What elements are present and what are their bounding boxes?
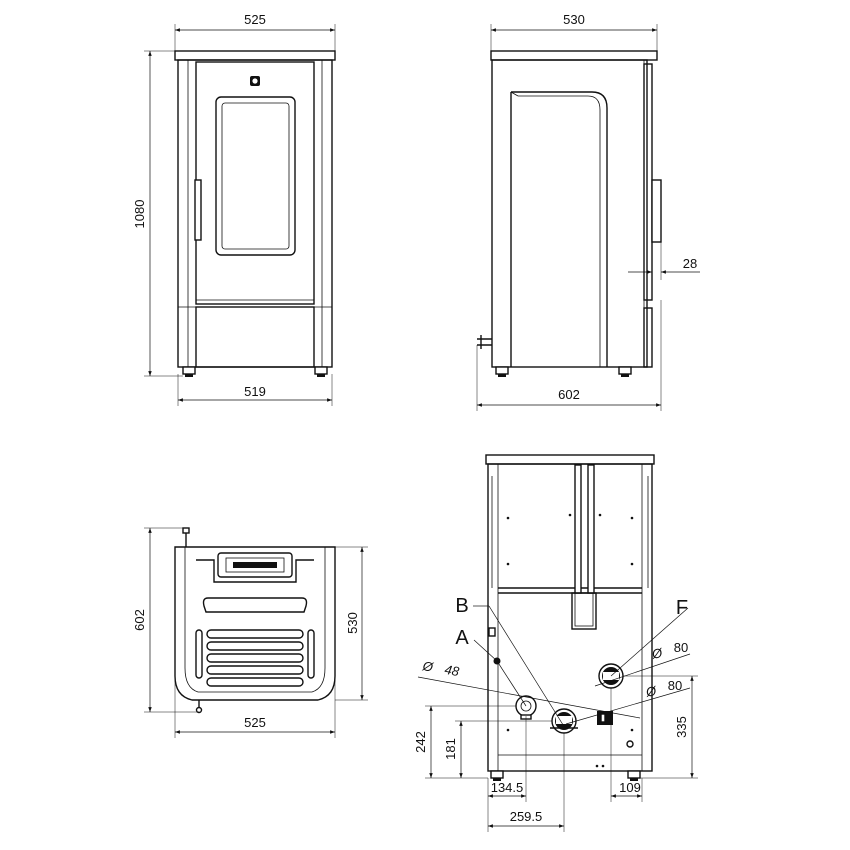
rear-inner-panel xyxy=(498,587,642,594)
brand-logo-icon xyxy=(250,76,260,86)
side-rear-connector xyxy=(477,335,492,349)
front-width-bottom-label: 519 xyxy=(244,384,266,399)
rear-air-intake xyxy=(515,695,537,720)
top-view: 602 530 525 xyxy=(132,527,368,738)
rear-diameter-symbol-80-lower: Ø xyxy=(644,683,658,700)
rear-offset-109-label: 109 xyxy=(619,780,641,795)
side-foot-right xyxy=(618,366,632,375)
front-door xyxy=(195,61,315,305)
rear-height-242-label: 242 xyxy=(413,731,428,753)
rear-foot-right xyxy=(627,770,641,779)
rear-diameter-symbol-80-upper: Ø xyxy=(650,645,664,662)
side-view: 530 28 602 xyxy=(476,12,700,411)
side-door-handle xyxy=(651,179,662,243)
top-outline xyxy=(174,546,336,701)
front-view: 525 1080 519 xyxy=(132,12,336,406)
front-door-handle xyxy=(194,179,202,241)
front-width-top-label: 525 xyxy=(244,12,266,27)
front-top-plate xyxy=(174,50,336,61)
rear-diameter-80-upper: 80 xyxy=(674,640,688,655)
side-flue-outline xyxy=(510,91,608,367)
rear-diameter-80-lower: 80 xyxy=(668,678,682,693)
top-vent-grille xyxy=(195,629,315,687)
rear-foot-left xyxy=(490,770,504,779)
top-depth-inner-label: 530 xyxy=(345,612,360,634)
side-door-panel xyxy=(643,63,653,301)
rear-diameter-48: 48 xyxy=(443,662,461,679)
side-foot-left xyxy=(495,366,509,375)
front-foot-right xyxy=(314,366,328,375)
side-top-plate xyxy=(490,50,658,61)
top-depth-label: 602 xyxy=(132,609,147,631)
rear-label-f: F xyxy=(676,597,688,619)
front-lower-panel xyxy=(195,306,315,368)
rear-height-181-label: 181 xyxy=(443,738,458,760)
rear-body xyxy=(487,463,653,772)
rear-offset-134-5-label: 134.5 xyxy=(491,780,524,795)
side-depth-bottom-label: 602 xyxy=(558,387,580,402)
rear-label-a: A xyxy=(455,627,469,649)
top-width-label: 525 xyxy=(244,715,266,730)
rear-offset-259-5-label: 259.5 xyxy=(510,809,543,824)
front-foot-left xyxy=(182,366,196,375)
rear-height-335-label: 335 xyxy=(674,716,689,738)
rear-view: B A F Ø 48 Ø 80 Ø 80 242 181 335 134.5 2… xyxy=(413,454,698,832)
rear-top-plate xyxy=(485,454,655,465)
front-height-label: 1080 xyxy=(132,200,147,229)
rear-diameter-symbol-48: Ø xyxy=(421,658,435,675)
rear-flue-lower xyxy=(550,708,578,734)
rear-label-b: B xyxy=(455,595,468,617)
rear-fitting-b xyxy=(488,627,496,637)
side-depth-top-label: 530 xyxy=(563,12,585,27)
top-hopper-lid xyxy=(202,597,308,613)
side-body xyxy=(491,59,648,368)
rear-channel xyxy=(571,592,597,630)
front-glass-window xyxy=(215,96,296,256)
top-control-panel xyxy=(217,552,293,578)
side-handle-offset-label: 28 xyxy=(683,256,697,271)
